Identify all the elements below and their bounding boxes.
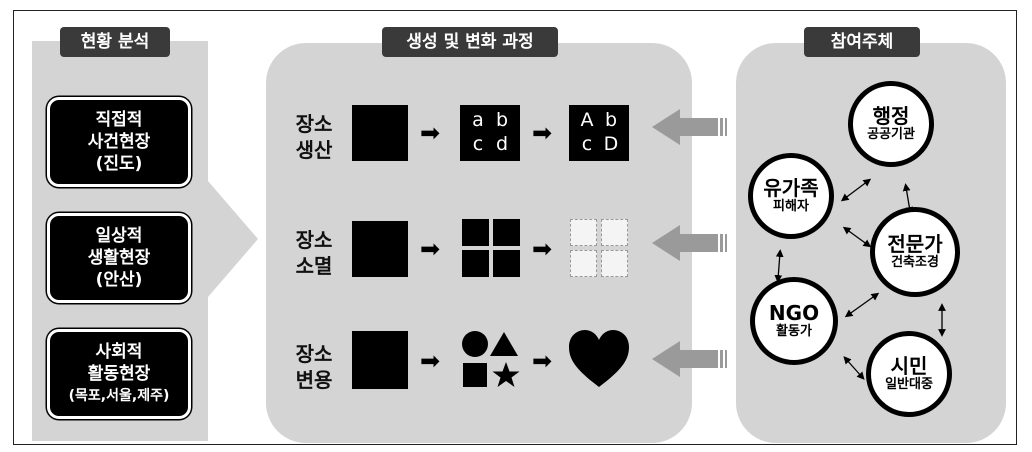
figure-frame: 현황 분석 직접적 사건현장 (진도) 일상적 생활현장 (안산) 사회적 활동… xyxy=(13,10,1017,445)
letter: D xyxy=(603,133,619,155)
left-arrow-icon xyxy=(652,341,727,377)
right-arrow-icon: ➡ xyxy=(420,235,441,263)
site-line2: 사건현장 xyxy=(87,132,151,152)
actor-name: 시민 xyxy=(890,354,928,378)
dashed-empty-squares xyxy=(570,219,628,277)
actor-node-expert: 전문가 건축조경 xyxy=(870,207,960,297)
site-line1: 일상적 xyxy=(95,226,143,246)
site-line3: (진도) xyxy=(95,154,143,174)
site-line2: 생활현장 xyxy=(87,248,151,268)
actor-sub: 피해자 xyxy=(773,199,809,214)
shapes-icon xyxy=(462,331,520,387)
letter-square-mixed: A b c D xyxy=(569,105,629,161)
actor-node-admin: 행정 공공기관 xyxy=(848,81,934,167)
actor-node-ngo: NGO 활동가 xyxy=(750,277,838,365)
participants-title: 참여주체 xyxy=(804,27,920,57)
actor-name: 유가족 xyxy=(763,176,819,200)
site-line2: 활동현장 xyxy=(87,364,151,384)
actor-node-citizen: 시민 일반대중 xyxy=(866,331,952,417)
actor-sub: 공공기관 xyxy=(867,127,915,142)
process-title: 생성 및 변화 과정 xyxy=(382,27,558,57)
actor-name: 전문가 xyxy=(887,232,943,256)
actor-sub: 활동가 xyxy=(776,324,812,339)
site-box-jindo: 직접적 사건현장 (진도) xyxy=(47,97,191,187)
site-line1: 직접적 xyxy=(95,110,143,130)
site-line3: (안산) xyxy=(95,270,143,290)
actor-sub: 건축조경 xyxy=(891,255,939,270)
site-line3: (목포,서울,제주) xyxy=(68,388,170,404)
right-arrow-icon: ➡ xyxy=(420,347,441,375)
site-box-ansan: 일상적 생활현장 (안산) xyxy=(47,213,191,303)
right-arrow-icon: ➡ xyxy=(420,119,441,147)
letter: b xyxy=(495,109,509,131)
right-arrow-icon: ➡ xyxy=(532,347,553,375)
right-arrow-icon: ➡ xyxy=(532,119,553,147)
letter: A xyxy=(580,109,594,131)
left-arrow-icon xyxy=(652,225,727,261)
actor-name: NGO xyxy=(768,301,820,325)
letter: c xyxy=(472,133,484,155)
solid-square xyxy=(352,331,408,389)
analysis-title: 현황 분석 xyxy=(60,27,170,57)
actor-node-family: 유가족 피해자 xyxy=(748,153,834,239)
actor-sub: 일반대중 xyxy=(885,377,933,392)
heart-icon xyxy=(569,330,629,387)
four-squares xyxy=(462,219,520,277)
right-arrow-icon: ➡ xyxy=(532,235,553,263)
letter: a xyxy=(472,109,484,131)
site-box-social: 사회적 활동현장 (목포,서울,제주) xyxy=(47,329,191,419)
letter-square-lowercase: a b c d xyxy=(460,105,520,161)
actor-name: 행정 xyxy=(872,104,910,128)
solid-square xyxy=(352,105,408,161)
letter: d xyxy=(495,133,509,155)
site-line1: 사회적 xyxy=(95,342,143,362)
letter: c xyxy=(581,133,593,155)
left-arrow-icon xyxy=(652,109,727,145)
solid-square xyxy=(352,221,408,277)
letter: b xyxy=(604,109,618,131)
relationship-connectors xyxy=(774,178,946,380)
